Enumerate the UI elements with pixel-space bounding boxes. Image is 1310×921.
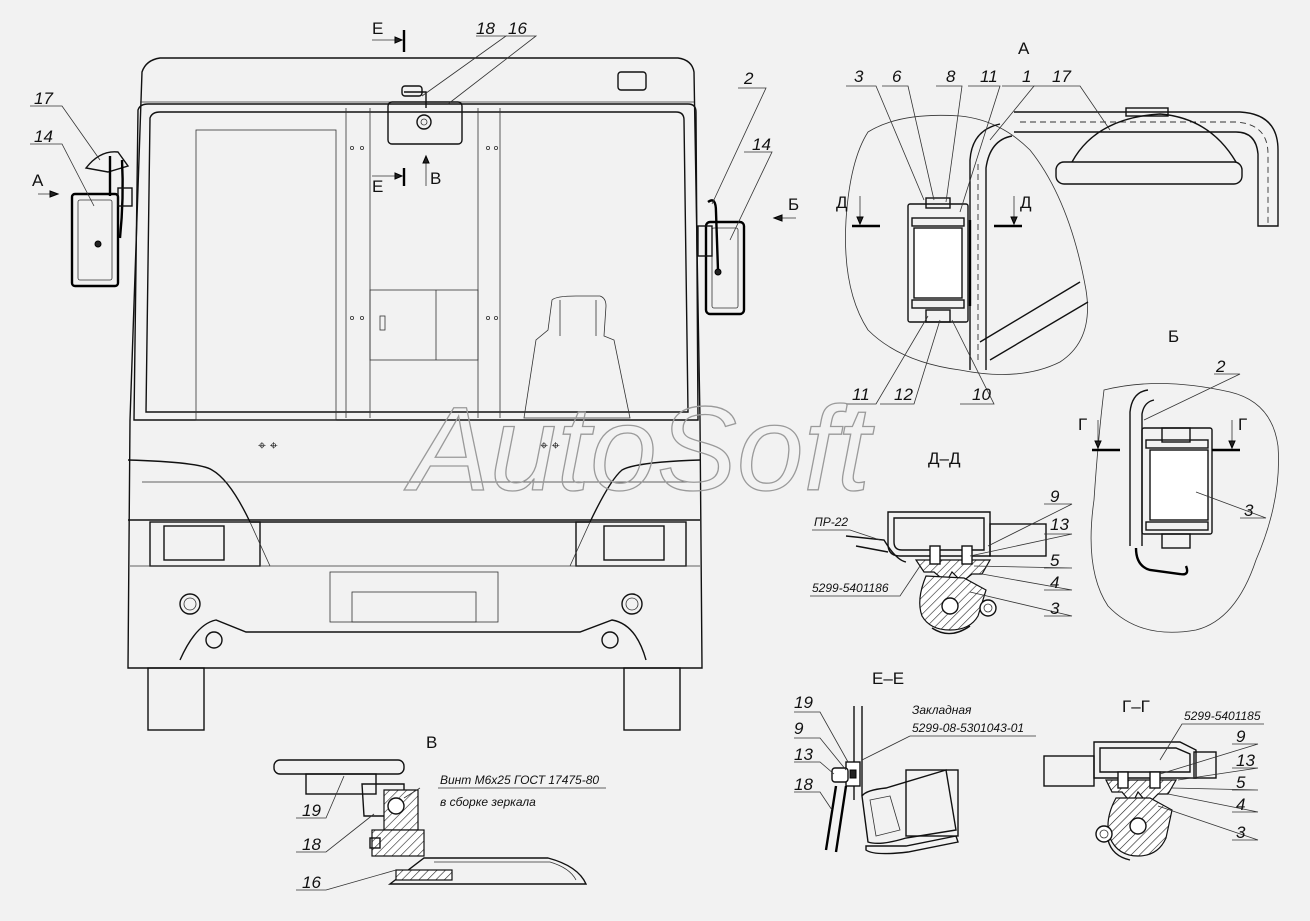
- part-2-main: 2: [743, 69, 754, 88]
- part-14-left: 14: [34, 127, 53, 146]
- section-markers: Е Е В А Б: [32, 19, 799, 222]
- note-screw-assembly: в сборке зеркала: [440, 795, 536, 809]
- part-3-g: 3: [1236, 823, 1246, 842]
- label-cut-e-bottom: Е: [372, 177, 383, 196]
- watermark: AutoSoft: [404, 382, 875, 516]
- part-3-dd: 3: [1050, 599, 1060, 618]
- part-3-b: 3: [1244, 501, 1254, 520]
- part-19-e: 19: [794, 693, 813, 712]
- note-embed: Закладная: [912, 703, 972, 717]
- label-arrow-a: А: [32, 171, 44, 190]
- part-9-g: 9: [1236, 727, 1246, 746]
- cut-d-right: Д: [1020, 193, 1032, 212]
- section-dd: Д–Д ПР-22 5299-5401186: [810, 449, 1073, 635]
- part-14-right: 14: [752, 135, 771, 154]
- part-13-g: 13: [1236, 751, 1255, 770]
- part-18-e: 18: [794, 775, 813, 794]
- view-a-title: А: [1018, 39, 1030, 58]
- section-gg: Г–Г 5299-5401185: [1043, 697, 1264, 861]
- part-4-g: 4: [1236, 795, 1245, 814]
- view-a: А Д Д: [836, 39, 1279, 405]
- part-9-e: 9: [794, 719, 804, 738]
- part-2-b: 2: [1215, 357, 1226, 376]
- left-mirror: [70, 151, 133, 288]
- section-ee-title: Е–Е: [872, 669, 904, 688]
- view-v-title: В: [426, 733, 437, 752]
- bus-front-view: ⌖ ⌖ ⌖ ⌖: [127, 57, 703, 731]
- part-12-a: 12: [894, 385, 913, 404]
- section-dd-title: Д–Д: [928, 449, 961, 468]
- part-1-a: 1: [1022, 67, 1031, 86]
- svg-text:⌖ ⌖: ⌖ ⌖: [540, 437, 560, 453]
- part-5-dd: 5: [1050, 551, 1060, 570]
- cut-g-left: Г: [1078, 415, 1087, 434]
- cut-g-right: Г: [1238, 415, 1247, 434]
- note-code-gg: 5299-5401185: [1184, 709, 1261, 723]
- view-b: Б Г Г: [1078, 327, 1279, 633]
- label-cut-e-top: Е: [372, 19, 383, 38]
- note-pr22: ПР-22: [814, 515, 848, 529]
- right-mirror: [697, 199, 746, 316]
- part-13-e: 13: [794, 745, 813, 764]
- note-screw: Винт М6х25 ГОСТ 17475-80: [440, 773, 599, 787]
- part-16-top: 16: [508, 19, 527, 38]
- part-3-a: 3: [854, 67, 864, 86]
- cut-d-left: Д: [836, 193, 848, 212]
- label-view-v-arrow: В: [430, 169, 441, 188]
- part-19-v: 19: [302, 801, 321, 820]
- part-6-a: 6: [892, 67, 902, 86]
- part-5-g: 5: [1236, 773, 1246, 792]
- label-arrow-b: Б: [788, 195, 799, 214]
- part-10-a: 10: [972, 385, 991, 404]
- part-17-a: 17: [1052, 67, 1071, 86]
- part-4-dd: 4: [1050, 573, 1059, 592]
- section-gg-title: Г–Г: [1122, 697, 1150, 716]
- part-11-a-bottom: 11: [852, 385, 870, 404]
- view-b-title: Б: [1168, 327, 1179, 346]
- part-18-top: 18: [476, 19, 495, 38]
- part-9-dd: 9: [1050, 487, 1060, 506]
- leaders-main: [30, 35, 773, 241]
- part-13-dd: 13: [1050, 515, 1069, 534]
- svg-text:⌖ ⌖: ⌖ ⌖: [258, 437, 278, 453]
- part-11-a-top: 11: [980, 67, 998, 86]
- section-ee: Е–Е Закладная 5299-08-5301043-01: [794, 669, 1036, 855]
- part-18-v: 18: [302, 835, 321, 854]
- note-embed-code: 5299-08-5301043-01: [912, 721, 1024, 735]
- part-16-v: 16: [302, 873, 321, 892]
- part-17-left: 17: [34, 89, 53, 108]
- view-v: В Винт М6х25 ГОСТ 17475-80 в сборке зерк…: [273, 733, 606, 891]
- note-code-dd: 5299-5401186: [812, 581, 889, 595]
- part-8-a: 8: [946, 67, 956, 86]
